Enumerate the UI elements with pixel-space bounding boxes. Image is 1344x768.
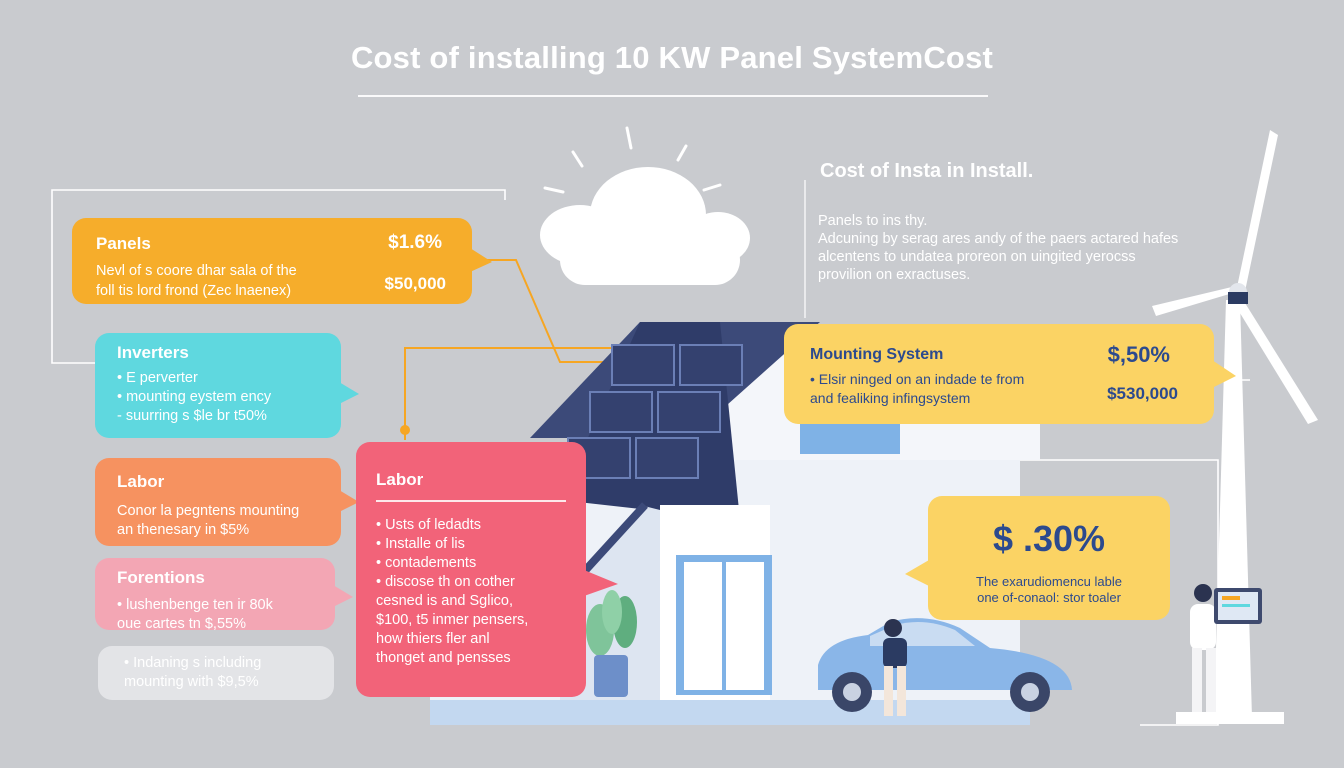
install-info-text: Panels to ins thy. Adcuning by serag are… — [818, 212, 1258, 284]
preventions-card: Forentions • lushenbenge ten ir 80k oue … — [95, 558, 335, 632]
mounting-system-amount: $530,000 — [1107, 384, 1178, 403]
inverters-title: Inverters — [117, 343, 189, 362]
preventions-callout-pointer — [333, 585, 353, 607]
install-info-line: alcentens to undatea proreon on uingited… — [818, 249, 1136, 265]
labor-left-card: Labor Conor la pegntens mounting an then… — [95, 458, 341, 546]
labor-center-item: • discose th on cother — [376, 574, 515, 590]
percent-desc-line: The exarudiomencu lable — [976, 574, 1122, 589]
house-ground — [430, 700, 1030, 725]
person-figure — [883, 619, 907, 716]
labor-roof-connector — [404, 347, 700, 440]
mounting-system-desc-line: • Elsir ninged on an indade te from — [810, 371, 1025, 387]
mounting-misc-card: • Indaning s including mounting with $9,… — [98, 646, 334, 700]
labor-center-item: $100, t5 inmer pensers, — [376, 612, 529, 628]
panels-outline-connector — [51, 189, 506, 364]
plant-icon — [586, 590, 637, 697]
inverters-item: • mounting eystem ency — [117, 389, 272, 405]
percent-value: $ .30% — [992, 518, 1106, 559]
labor-center-title: Labor — [376, 470, 424, 489]
labor-center-card: Labor • Usts of ledadts • Installe of li… — [356, 442, 586, 697]
panels-callout-pointer — [470, 248, 492, 272]
panels-desc-line: foll tis lord frond (Zec lnaenex) — [96, 283, 292, 299]
mounting-system-desc-line: and fealiking infingsystem — [810, 390, 971, 406]
cloud-icon — [540, 167, 750, 285]
inverters-callout-pointer — [339, 382, 359, 404]
labor-center-callout-pointer — [584, 570, 618, 596]
labor-center-divider — [376, 500, 566, 502]
labor-left-line: Conor la pegntens mounting — [117, 503, 300, 519]
door-right — [726, 562, 764, 690]
page-title: Cost of installing 10 KW Panel SystemCos… — [350, 40, 994, 75]
door-left — [684, 562, 722, 690]
percent-callout-pointer — [905, 560, 929, 586]
mounting-misc-line: • Indaning s including — [124, 655, 262, 671]
percent-desc-line: one of-conaol: stor toaler — [977, 590, 1121, 605]
labor-left-line: an thenesary in $5% — [117, 522, 250, 538]
mounting-system-percent: $,50% — [1107, 342, 1170, 367]
labor-center-item: • Installe of lis — [376, 536, 465, 552]
percent-card: $ .30% The exarudiomencu lable one of-co… — [928, 496, 1170, 620]
upper-window — [800, 420, 900, 454]
labor-left-title: Labor — [117, 472, 165, 491]
mounting-system-title: Mounting System — [810, 346, 944, 363]
labor-center-item: • contadements — [376, 555, 477, 571]
title-divider — [358, 95, 988, 97]
connector-dot — [400, 425, 410, 435]
preventions-line: oue cartes tn $,55% — [117, 616, 246, 632]
preventions-title: Forentions — [117, 568, 205, 587]
install-info-line: provilion on exractuses. — [818, 267, 971, 283]
labor-center-item: cesned is and Sglico, — [376, 593, 514, 609]
panels-amount: $50,000 — [384, 274, 446, 293]
panels-card: Panels $1.6% Nevl of s coore dhar sala o… — [72, 218, 472, 304]
car-icon — [818, 618, 1072, 712]
preventions-line: • lushenbenge ten ir 80k — [117, 597, 273, 613]
mounting-misc-line: mounting with $9,5% — [124, 674, 259, 690]
labor-left-callout-pointer — [339, 490, 359, 512]
panels-percent: $1.6% — [388, 232, 442, 253]
sun-rays-icon — [543, 126, 722, 194]
mounting-callout-pointer — [1212, 360, 1236, 388]
mounting-system-card: Mounting System $,50% • Elsir ninged on … — [784, 324, 1214, 424]
inverters-item: • E perverter — [117, 370, 198, 386]
install-info-line: Panels to ins thy. — [818, 213, 928, 229]
inverters-card: Inverters • E perverter • mounting eyste… — [95, 333, 341, 438]
labor-center-item: thonget and pensses — [376, 650, 511, 666]
labor-center-item: • Usts of ledadts — [376, 517, 482, 533]
labor-center-item: how thiers fler anl — [376, 631, 490, 647]
panels-title: Panels — [96, 234, 151, 253]
install-info-heading: Cost of Insta in Install. — [820, 160, 1034, 182]
install-info-line: Adcuning by serag ares andy of the paers… — [818, 231, 1179, 247]
technician-figure — [1190, 584, 1262, 712]
inverters-item: - suurring s $le br t50% — [117, 408, 267, 424]
panels-desc-line: Nevl of s coore dhar sala of the — [96, 263, 297, 279]
